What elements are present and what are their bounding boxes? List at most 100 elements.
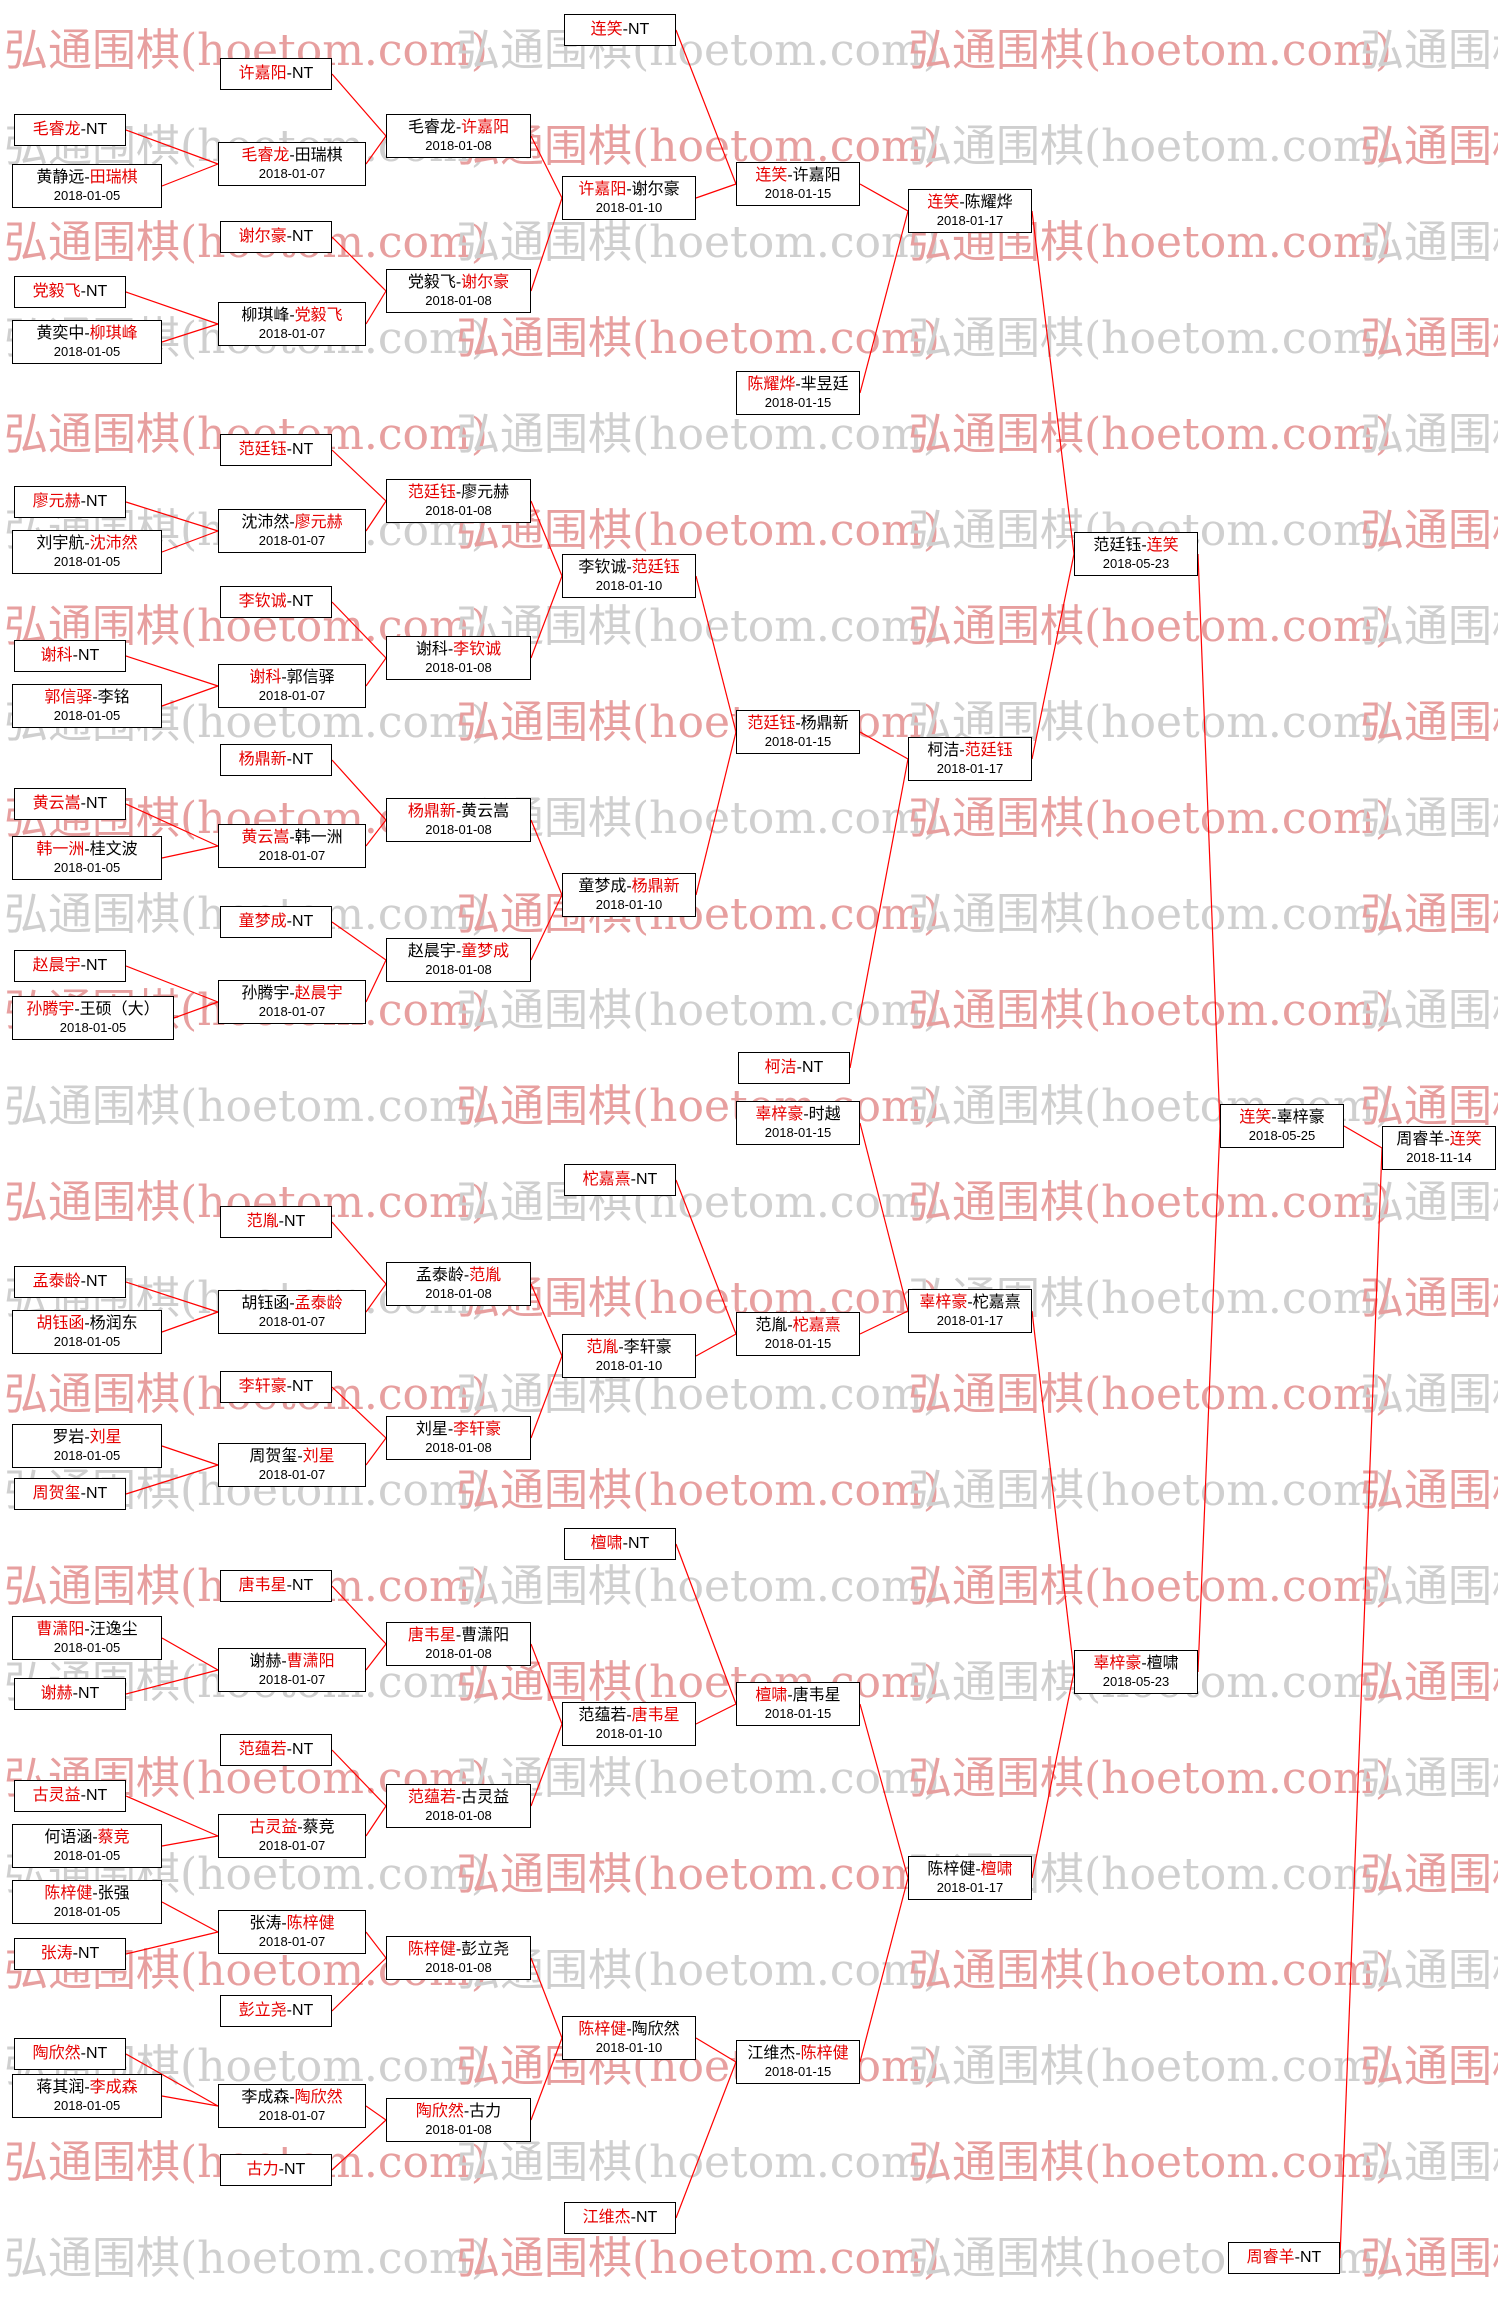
- bracket-line: [365, 959, 387, 1003]
- bracket-line: [161, 1901, 219, 1933]
- player-b-name: 古灵益: [461, 1788, 510, 1806]
- bracket-line: [859, 210, 909, 394]
- bye-box: 张涛-NT: [14, 1938, 126, 1970]
- pairing-label: 廖元赫-NT: [33, 493, 108, 511]
- pairing-label: 唐韦星-曹潇阳: [408, 1627, 509, 1645]
- pairing-label: 陶欣然-古力: [416, 2103, 501, 2121]
- vs-dash: -: [84, 1620, 90, 1638]
- bracket-line: [331, 1749, 387, 1807]
- match-box: 孙腾宇-王硕（大）2018-01-05: [12, 996, 174, 1040]
- pairing-label: 刘星-李轩豪: [416, 1421, 501, 1439]
- bracket-line: [125, 1464, 219, 1495]
- bye-label: NT: [78, 1944, 100, 1962]
- vs-dash: -: [84, 2078, 90, 2096]
- bye-box: 孟泰龄-NT: [14, 1266, 126, 1298]
- match-date: 2018-11-14: [1406, 1149, 1472, 1165]
- vs-dash: -: [289, 2088, 295, 2106]
- player-a-name: 唐韦星: [238, 1576, 287, 1594]
- bracket-line: [530, 197, 563, 292]
- player-a-name: 廖元赫: [32, 492, 81, 510]
- bye-box: 李钦诚-NT: [220, 586, 332, 618]
- pairing-label: 谢尔豪-NT: [239, 228, 314, 246]
- bye-label: NT: [86, 120, 108, 138]
- player-a-name: 辜梓豪: [919, 1293, 968, 1311]
- player-b-name: 韩一洲: [294, 828, 343, 846]
- bye-label: NT: [284, 1212, 306, 1230]
- player-a-name: 孟泰龄: [32, 1272, 81, 1290]
- player-a-name: 连笑: [755, 166, 788, 184]
- pairing-label: 范蕴若-唐韦星: [578, 1707, 679, 1725]
- player-a-name: 连笑: [590, 20, 623, 38]
- player-b-name: 陈梓健: [286, 1914, 335, 1932]
- watermark-text: 弘通围棋(hoetom.com): [1360, 2137, 1498, 2188]
- watermark-text: 弘通围棋(hoetom.com): [908, 985, 1392, 1036]
- match-date: 2018-01-10: [595, 577, 663, 593]
- vs-dash: -: [80, 794, 86, 812]
- player-a-name: 孙腾宇: [26, 1000, 75, 1018]
- pairing-label: 柯洁-NT: [765, 1059, 824, 1077]
- player-a-name: 江维杰: [747, 2044, 796, 2062]
- player-a-name: 柯洁: [764, 1058, 797, 1076]
- match-date: 2018-01-08: [425, 1959, 492, 1975]
- bracket-line: [173, 1001, 219, 1019]
- pairing-label: 谢赫-曹潇阳: [249, 1653, 334, 1671]
- watermark-text: 弘通围棋(hoetom.com): [1360, 25, 1498, 76]
- player-a-name: 杨鼎新: [407, 802, 456, 820]
- bye-box: 柁嘉熹-NT: [564, 1164, 676, 1196]
- watermark-text: 弘通围棋(hoetom.com): [1360, 1561, 1498, 1612]
- watermark-text: 弘通围棋(hoetom.com): [456, 25, 940, 76]
- player-a-name: 李成森: [241, 2088, 290, 2106]
- bye-box: 童梦成-NT: [220, 906, 332, 938]
- bye-label: NT: [86, 1484, 108, 1502]
- bracket-line: [1031, 1310, 1075, 1673]
- player-b-name: 古力: [469, 2102, 502, 2120]
- pairing-label: 许嘉阳-谢尔豪: [578, 181, 679, 199]
- pairing-label: 范蕴若-NT: [239, 1741, 314, 1759]
- bye-label: NT: [1300, 2248, 1322, 2266]
- bye-label: NT: [292, 750, 314, 768]
- bracket-line: [331, 1585, 387, 1645]
- player-a-name: 赵晨宇: [32, 956, 81, 974]
- watermark-text: 弘通围棋(hoetom.com): [1360, 505, 1498, 556]
- watermark-text: 弘通围棋(hoetom.com): [456, 217, 940, 268]
- pairing-label: 檀啸-唐韦星: [755, 1687, 840, 1705]
- vs-dash: -: [281, 1652, 287, 1670]
- watermark-text: 弘通围棋(hoetom.com): [1360, 2233, 1498, 2284]
- match-date: 2018-01-17: [936, 1879, 1004, 1895]
- vs-dash: -: [626, 877, 632, 895]
- bracket-line: [849, 758, 909, 1069]
- bracket-line: [675, 1543, 737, 1705]
- player-a-name: 周贺玺: [32, 1484, 81, 1502]
- vs-dash: -: [787, 1316, 793, 1334]
- player-a-name: 许嘉阳: [578, 180, 627, 198]
- player-b-name: 赵晨宇: [294, 984, 343, 1002]
- bracket-line: [859, 1122, 909, 1312]
- bye-label: NT: [86, 282, 108, 300]
- player-b-name: 李轩豪: [453, 1420, 502, 1438]
- watermark-text: 弘通围棋(hoetom.com): [1360, 697, 1498, 748]
- player-a-name: 谢科: [415, 640, 448, 658]
- bye-box: 周睿羊-NT: [1228, 2242, 1340, 2274]
- player-a-name: 范胤: [246, 1212, 279, 1230]
- player-a-name: 陈梓健: [407, 1940, 456, 1958]
- player-b-name: 田瑞棋: [294, 146, 343, 164]
- watermark-text: 弘通围棋(hoetom.com): [908, 1945, 1392, 1996]
- player-a-name: 黄云嵩: [241, 828, 290, 846]
- bye-box: 彭立尧-NT: [220, 1995, 332, 2027]
- vs-dash: -: [1271, 1108, 1277, 1126]
- bracket-line: [161, 845, 219, 859]
- watermark-text: 弘通围棋(hoetom.com): [908, 1177, 1392, 1228]
- pairing-label: 谢科-NT: [41, 647, 100, 665]
- match-date: 2018-01-05: [53, 707, 121, 723]
- match-date: 2018-01-07: [258, 1003, 326, 1019]
